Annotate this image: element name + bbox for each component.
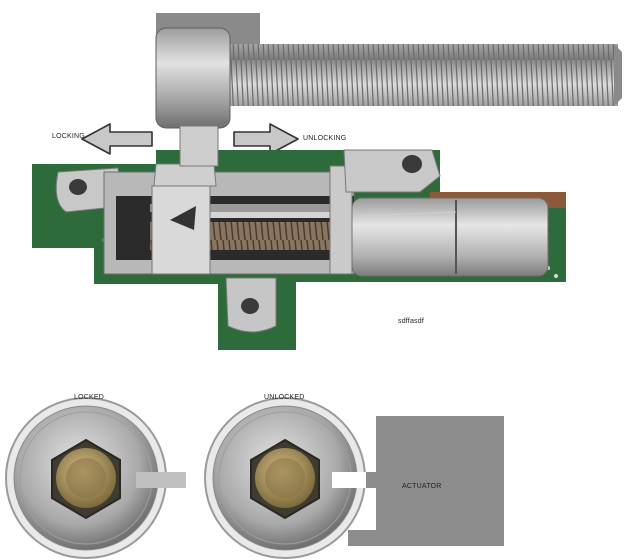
- locked-label: LOCKED: [74, 394, 104, 401]
- unlocked-pin: [366, 472, 378, 488]
- unlocked-label: UNLOCKED: [264, 394, 305, 401]
- actuator-assembly: [32, 125, 566, 350]
- locking-arrow: [81, 123, 153, 155]
- screw: [155, 13, 622, 129]
- actuator-block: [376, 416, 504, 546]
- screw-shaft: [226, 44, 618, 106]
- unlocked-gap: [332, 472, 366, 488]
- actuator-label: ACTUATOR: [402, 483, 442, 490]
- locked-pin: [136, 472, 186, 488]
- note-label: sdffasdf: [398, 318, 424, 325]
- screw-head: [155, 27, 231, 129]
- locking-label: LOCKING: [52, 133, 85, 140]
- unlocking-label: UNLOCKING: [303, 135, 347, 142]
- locked-view: [5, 397, 186, 559]
- unlocked-view: [204, 397, 504, 559]
- unlocking-arrow: [233, 123, 299, 155]
